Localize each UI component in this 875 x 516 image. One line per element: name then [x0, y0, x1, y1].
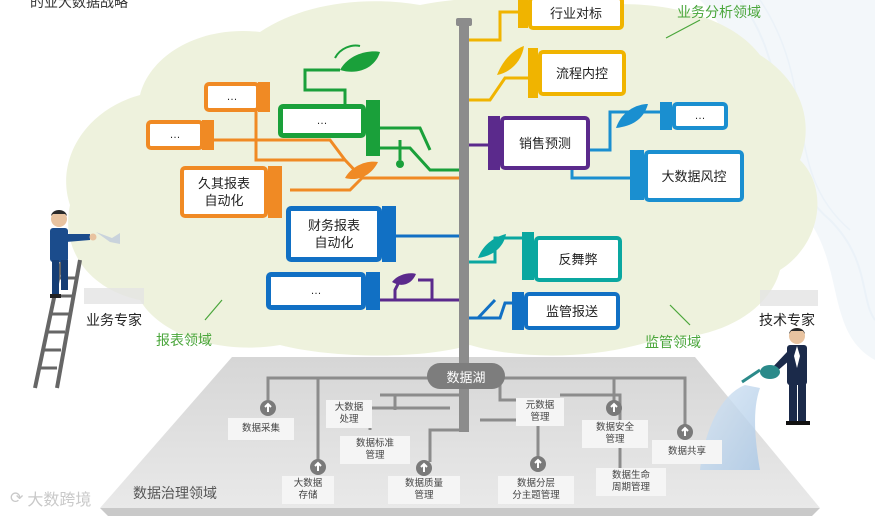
gov-data-sharing: 数据共享 [652, 440, 722, 464]
gov-data-layered-subject-mgmt: 数据分层 分主题管理 [498, 476, 574, 504]
gov-metadata-mgmt: 元数据 管理 [516, 398, 564, 426]
zone-regulatory: 监管领域 [645, 334, 701, 350]
node-report-automation-2: 财务报表 自动化 [286, 206, 382, 262]
tech-expert-figure [741, 328, 810, 425]
gov-data-standard-mgmt: 数据标准 管理 [340, 436, 410, 464]
zone-business-analysis: 业务分析领域 [677, 4, 761, 20]
gov-big-data-storage: 大数据 存储 [282, 476, 334, 504]
node-report-automation-1: 久其报表 自动化 [180, 166, 268, 218]
zone-reporting: 报表领域 [156, 332, 212, 348]
node-ellipsis-top-right: … [672, 102, 728, 130]
gov-data-security-mgmt: 数据安全 管理 [582, 420, 648, 448]
gov-data-quality-mgmt: 数据质量 管理 [388, 476, 460, 504]
business-expert-label: 业务专家 [86, 312, 142, 328]
node-ellipsis-orange-top: … [204, 82, 260, 112]
node-process-control: 流程内控 [538, 50, 626, 96]
node-sales-forecast: 销售预测 [500, 116, 590, 170]
node-regulatory-reporting: 监管报送 [524, 292, 620, 330]
tree-trunk [459, 22, 469, 432]
pipe-endpoints [260, 400, 693, 476]
node-ellipsis-blue-bottom: … [266, 272, 366, 310]
node-ellipsis-orange-mid: … [146, 120, 204, 150]
gov-big-data-processing: 大数据 处理 [326, 400, 372, 428]
node-anti-fraud: 反舞弊 [534, 236, 622, 282]
tech-expert-label: 技术专家 [759, 312, 815, 328]
watermark-text: 大数跨境 [27, 492, 92, 509]
business-expert-figure [50, 210, 120, 298]
zone-data-governance: 数据治理领域 [133, 485, 217, 501]
watermark: ⟳ 大数跨境 [10, 486, 91, 510]
blurred-plate-right [760, 290, 818, 306]
node-big-data-risk: 大数据风控 [644, 150, 744, 202]
gov-data-collection: 数据采集 [228, 418, 294, 440]
node-ellipsis-green: … [278, 104, 366, 138]
gov-data-lifecycle-mgmt: 数据生命 周期管理 [596, 468, 666, 496]
node-industry-benchmark: 行业对标 [528, 0, 624, 30]
blurred-plate-left [84, 288, 144, 304]
top-caption: 的业大数据战略 [30, 0, 128, 10]
watermark-logo-icon: ⟳ [10, 490, 24, 507]
data-lake: 数据湖 [427, 363, 505, 389]
